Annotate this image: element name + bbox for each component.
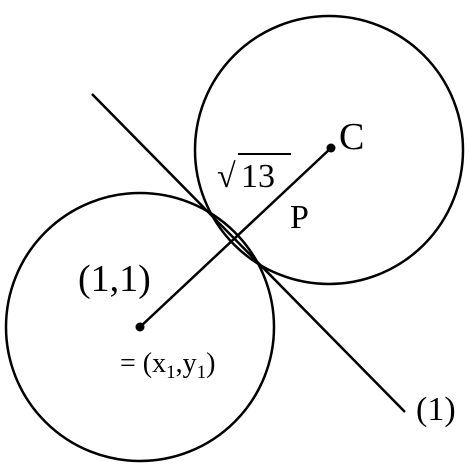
comma-y-part: ,y	[176, 348, 197, 379]
radius-sqrt13-label: √ 13	[217, 153, 291, 195]
close-paren: )	[206, 348, 215, 379]
label-center-coords: (1,1)	[78, 258, 151, 300]
radical-sign: √	[217, 158, 236, 195]
equals-x-part: = (x	[120, 348, 166, 379]
subscript-one-b: 1	[197, 362, 207, 383]
center-point-c	[326, 143, 336, 153]
label-p: P	[290, 199, 309, 236]
upper-circle	[193, 14, 465, 286]
label-general-point: = (x1,y1)	[120, 348, 215, 383]
radicand-13: 13	[241, 158, 275, 195]
center-point-lower	[135, 322, 145, 332]
label-line-tag: (1)	[416, 391, 456, 428]
tangent-line	[91, 93, 406, 413]
label-c: C	[339, 116, 364, 158]
subscript-one-a: 1	[166, 362, 176, 383]
lower-circle	[4, 191, 276, 463]
center-segment	[139, 147, 332, 328]
